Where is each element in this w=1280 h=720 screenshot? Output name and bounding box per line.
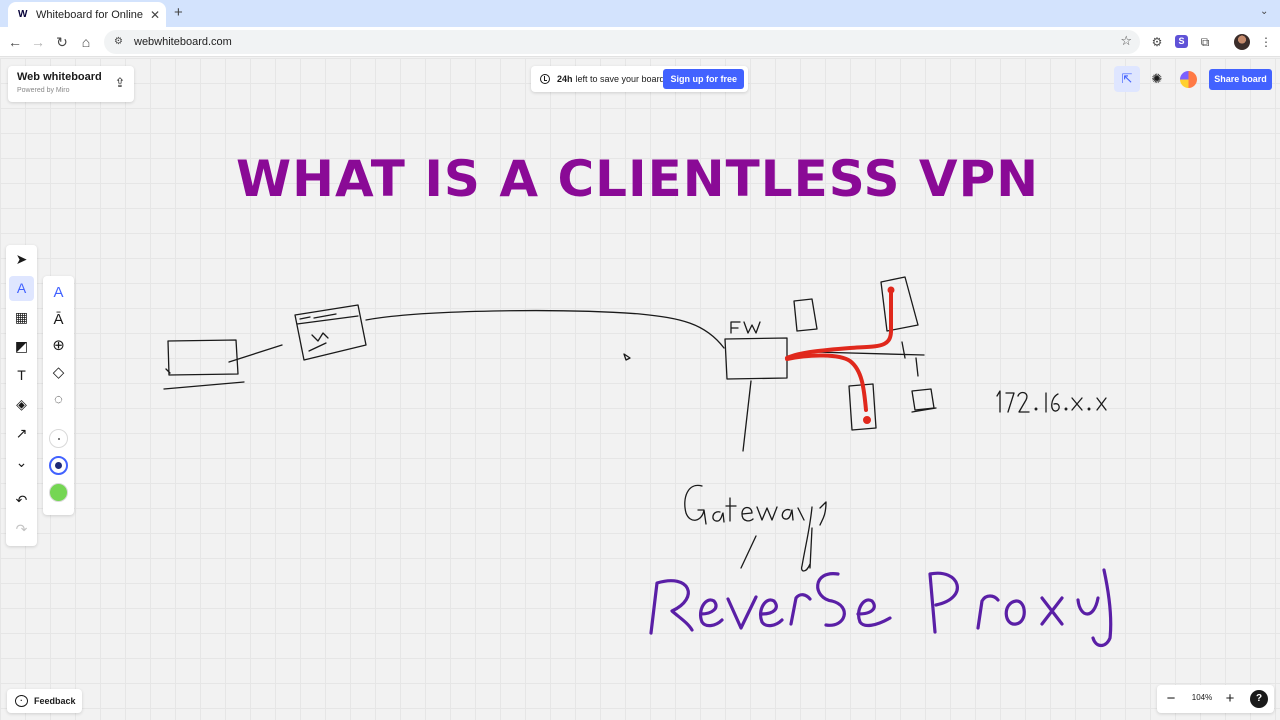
clock-icon <box>540 74 550 84</box>
board-heading: WHAT IS A CLIENTLESS VPN <box>236 150 1040 208</box>
feedback-label: Feedback <box>34 696 76 706</box>
shapes-icon[interactable]: ◈ <box>16 396 27 412</box>
subnet-address-sketch <box>996 390 1107 413</box>
browser-tabstrip: W Whiteboard for Online Collab ✕ + ⌄ <box>0 0 1280 27</box>
hours-left: 24h <box>557 74 573 84</box>
more-icon[interactable]: ⌄ <box>15 454 28 470</box>
color-navy-swatch[interactable] <box>49 456 68 475</box>
powered-by-text: Powered by Miro <box>17 87 70 94</box>
board-info-card: Web whiteboard Powered by Miro ⇪ <box>8 66 134 102</box>
left-toolbar: ➤ A ▦ ◩ T ◈ ↗ ⌄ ↶ ↷ <box>6 245 37 546</box>
collaboration-panel: ⇱ ✺ Share board <box>1114 65 1274 95</box>
bookmark-star-icon[interactable]: ☆ <box>1120 33 1132 48</box>
browser-tab-whiteboard[interactable]: W Whiteboard for Online Collab ✕ <box>8 2 166 27</box>
lasso-icon[interactable]: ◌ <box>54 391 63 408</box>
pen-icon[interactable]: A <box>9 276 34 301</box>
undo-icon[interactable]: ↶ <box>15 492 28 508</box>
gateway-label-sketch <box>684 484 827 572</box>
forward-icon[interactable]: → <box>31 34 45 50</box>
pen-cursor-mark <box>623 353 631 361</box>
color-white-swatch[interactable] <box>49 429 68 448</box>
highlighter-icon[interactable]: ⊕ <box>52 337 65 354</box>
miro-favicon-icon: W <box>18 8 28 20</box>
pen-options-panel: A Ā ⊕ ◇ ◌ <box>43 276 74 515</box>
server-box-right-sketch <box>911 388 937 413</box>
eraser-icon[interactable]: ◇ <box>52 364 65 381</box>
save-banner-text: left to save your board. <box>575 74 668 84</box>
select-icon[interactable]: ➤ <box>15 251 28 267</box>
zoom-out-icon[interactable]: − <box>1166 690 1176 707</box>
text-icon[interactable]: T <box>17 367 26 383</box>
extension-badge-icon[interactable]: S <box>1175 35 1188 48</box>
board-name[interactable]: Web whiteboard <box>17 71 102 83</box>
new-tab-icon[interactable]: + <box>174 4 183 21</box>
color-green-swatch[interactable] <box>49 483 68 502</box>
tab-title: Whiteboard for Online Collab <box>36 8 146 21</box>
redo-icon[interactable]: ↷ <box>15 521 28 537</box>
browser-window-sketch <box>294 304 367 361</box>
gateway-stem-line <box>742 380 752 452</box>
url-text: webwhiteboard.com <box>134 36 232 48</box>
whiteboard-canvas[interactable]: WHAT IS A CLIENTLESS VPN <box>0 58 1280 720</box>
feedback-icon: · <box>15 695 28 707</box>
client-link-line <box>228 344 283 363</box>
fw-label-sketch <box>730 321 761 334</box>
internet-wire <box>365 309 725 349</box>
back-icon[interactable]: ← <box>8 34 22 50</box>
client-device-sketch <box>163 339 245 390</box>
profile-avatar[interactable] <box>1234 34 1250 50</box>
help-icon[interactable]: ? <box>1250 690 1268 708</box>
share-board-button[interactable]: Share board <box>1209 69 1272 90</box>
zoom-controls: − 104% + ? <box>1157 685 1274 713</box>
pen-icon[interactable]: A <box>53 284 64 301</box>
save-board-banner: 24h left to save your board. Sign up for… <box>531 66 748 92</box>
site-info-icon[interactable]: ⚙ <box>114 36 123 47</box>
firewall-box-sketch <box>724 337 788 380</box>
server-box-tall-sketch <box>880 276 919 332</box>
zoom-level[interactable]: 104% <box>1191 693 1213 702</box>
tab-search-chevron-icon[interactable]: ⌄ <box>1260 6 1269 17</box>
user-avatar[interactable] <box>1180 71 1197 88</box>
browser-toolbar: ← → ↻ ⌂ ⚙ webwhiteboard.com ☆ ⚙ S ⧉ ⋮ <box>0 27 1280 57</box>
sign-up-button[interactable]: Sign up for free <box>663 69 744 89</box>
marker-icon[interactable]: Ā <box>53 311 64 328</box>
reverse-proxy-label-sketch <box>649 568 1113 648</box>
hand-drawn-diagram <box>163 276 1113 648</box>
export-upload-icon[interactable]: ⇪ <box>114 75 126 90</box>
extensions-puzzle-icon[interactable]: ⧉ <box>1200 35 1210 49</box>
browser-menu-icon[interactable]: ⋮ <box>1260 35 1272 49</box>
reload-icon[interactable]: ↻ <box>56 34 68 50</box>
zoom-in-icon[interactable]: + <box>1225 690 1235 707</box>
templates-icon[interactable]: ▦ <box>14 309 29 325</box>
subnet-bus-line <box>813 341 925 377</box>
feedback-button[interactable]: · Feedback <box>7 689 82 713</box>
cursor-follow-icon[interactable]: ⇱ <box>1114 66 1140 92</box>
home-icon[interactable]: ⌂ <box>81 34 91 50</box>
celebrate-icon[interactable]: ✺ <box>1151 71 1163 86</box>
sticky-note-icon[interactable]: ◩ <box>14 338 29 354</box>
close-tab-icon[interactable]: ✕ <box>149 7 160 22</box>
extension-gear-icon[interactable]: ⚙ <box>1151 35 1163 49</box>
server-box-small-sketch <box>793 298 818 332</box>
address-bar[interactable]: ⚙ webwhiteboard.com ☆ <box>104 30 1140 54</box>
line-icon[interactable]: ↗ <box>15 425 28 441</box>
traffic-route-sketch <box>785 286 895 424</box>
server-box-bottom-sketch <box>848 383 877 431</box>
